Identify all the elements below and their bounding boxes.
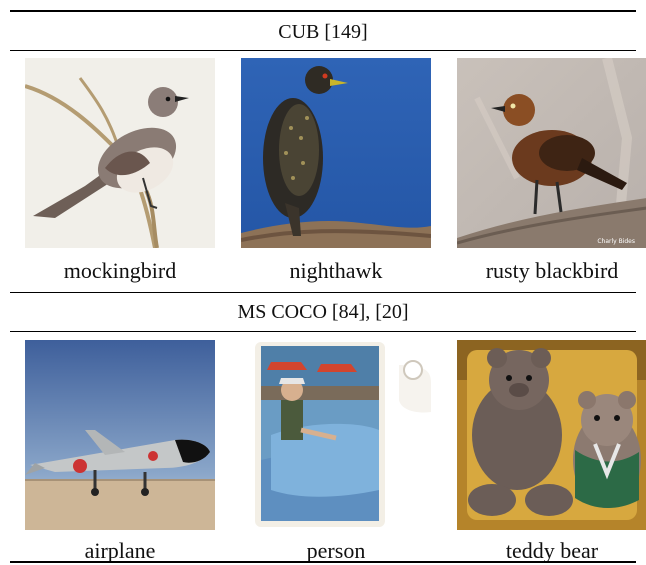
section-rule-top-coco [10, 292, 636, 293]
section-rule-cub [10, 50, 636, 51]
caption-mockingbird: mockingbird [63, 258, 177, 283]
teddy-bear-image [457, 340, 646, 530]
photo-credit: Charly Bides [597, 238, 635, 245]
table-bottom-rule [10, 561, 636, 563]
section-title-coco: MS COCO [84], [20] [237, 301, 409, 323]
section-rule-bottom-coco [10, 331, 636, 332]
caption-airplane: airplane [84, 538, 156, 563]
rusty-blackbird-image: Charly Bides [457, 58, 646, 248]
section-title-cub: CUB [149] [278, 21, 368, 43]
caption-teddy-bear: teddy bear [505, 538, 599, 563]
table-top-rule [10, 10, 636, 12]
mockingbird-image [25, 58, 215, 248]
airplane-image [25, 340, 215, 530]
caption-person: person [306, 538, 366, 563]
caption-nighthawk: nighthawk [289, 258, 383, 283]
caption-rusty-blackbird: rusty blackbird [485, 258, 619, 283]
nighthawk-image [241, 58, 431, 248]
person-image [241, 340, 431, 530]
